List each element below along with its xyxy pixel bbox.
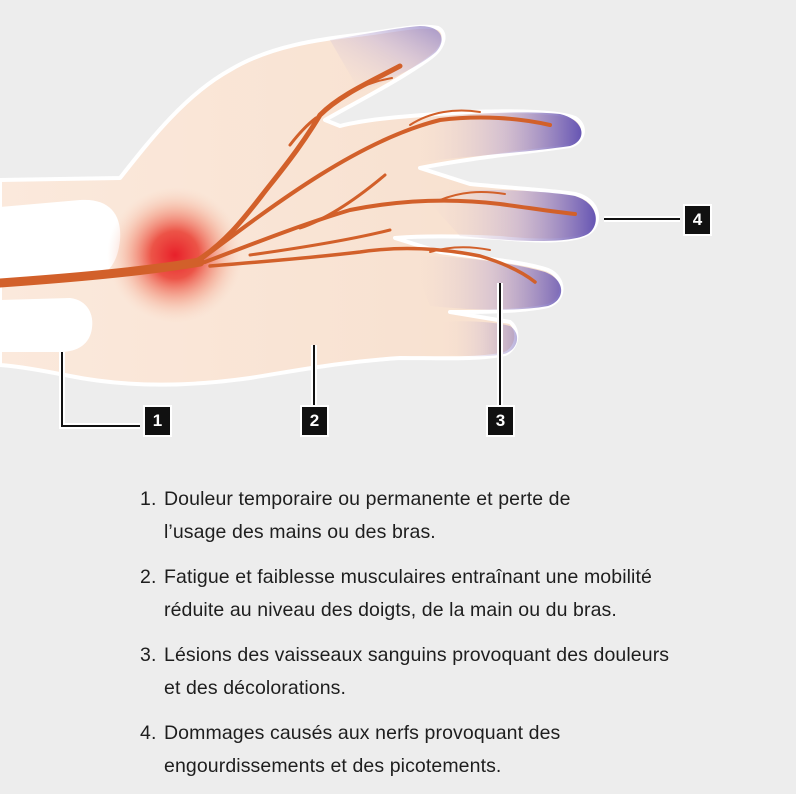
callout-2: 2 (300, 405, 329, 437)
legend-text: Fatigue et faiblesse musculaires entraîn… (164, 566, 652, 588)
legend-item-3: 3.Lésions des vaisseaux sanguins provoqu… (140, 639, 780, 705)
hand-illustration (0, 0, 796, 470)
legend-list: 1.Douleur temporaire ou permanente et pe… (140, 483, 780, 794)
legend-number: 3. (140, 639, 164, 672)
callout-1: 1 (143, 405, 172, 437)
legend-number: 4. (140, 717, 164, 750)
legend-number: 1. (140, 483, 164, 516)
legend-item-2: 2.Fatigue et faiblesse musculaires entra… (140, 561, 780, 627)
legend-text-continued: réduite au niveau des doigts, de la main… (140, 594, 780, 627)
legend-text-continued: engourdissements et des picotements. (140, 750, 780, 783)
legend-number: 2. (140, 561, 164, 594)
legend-text-continued: et des décolorations. (140, 672, 780, 705)
legend-text-continued: l’usage des mains ou des bras. (140, 516, 780, 549)
legend-text: Dommages causés aux nerfs provoquant des (164, 722, 560, 744)
legend-item-4: 4.Dommages causés aux nerfs provoquant d… (140, 717, 780, 783)
callout-4: 4 (683, 204, 712, 236)
callout-3: 3 (486, 405, 515, 437)
legend-item-1: 1.Douleur temporaire ou permanente et pe… (140, 483, 780, 549)
legend-text: Lésions des vaisseaux sanguins provoquan… (164, 644, 669, 666)
legend-text: Douleur temporaire ou permanente et pert… (164, 488, 571, 510)
